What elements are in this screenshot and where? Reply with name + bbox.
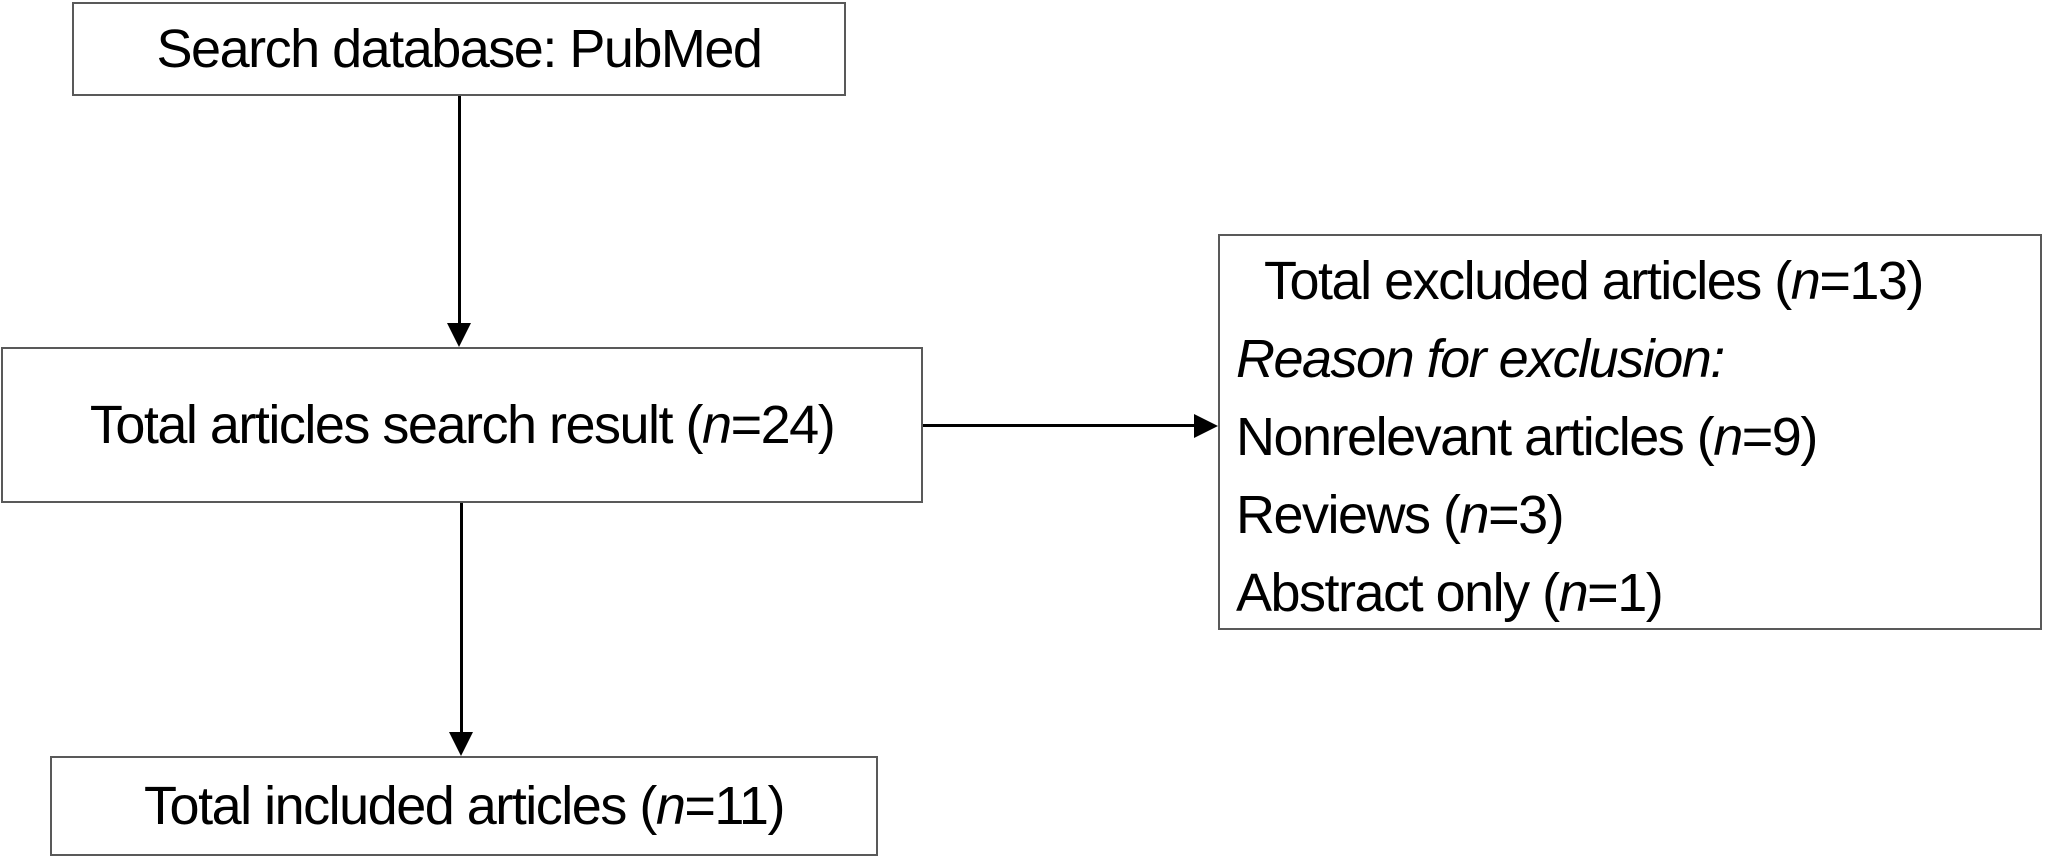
arrow-result-to-included-head-icon [449,732,473,756]
excluded-total-text-before: Total excluded articles ( [1264,251,1792,311]
node-excluded-articles: Total excluded articles (n=13) Reason fo… [1218,234,2042,630]
excluded-line-reason: Reason for exclusion: [1236,329,1725,389]
node-search-result: Total articles search result (n=24) [1,347,923,503]
node-included-articles-label: Total included articles (n=11) [144,774,785,839]
excluded-reviews-text-after: =3) [1488,485,1565,545]
excluded-line-abstract: Abstract only (n=1) [1236,554,2026,632]
arrow-database-to-result-head-icon [447,323,471,347]
node-included-text-before: Total included articles ( [144,775,657,836]
excluded-line-reviews: Reviews (n=3) [1236,476,2026,554]
arrow-result-to-included-line [460,503,463,735]
excluded-reviews-text-before: Reviews ( [1236,485,1461,545]
node-search-result-n-symbol: n [702,394,732,455]
excluded-total-n-symbol: n [1790,251,1821,311]
node-search-result-text-before: Total articles search result ( [89,394,704,455]
arrow-database-to-result-line [458,96,461,326]
excluded-abstract-text-after: =1) [1587,563,1664,623]
arrow-result-to-excluded-head-icon [1194,414,1218,438]
node-search-database-label: Search database: PubMed [156,18,763,79]
node-search-result-text-after: =24) [730,394,836,455]
excluded-total-text-after: =13) [1819,251,1924,311]
excluded-reviews-n-symbol: n [1459,485,1490,545]
arrow-result-to-excluded-line [923,424,1196,427]
excluded-line-nonrelevant: Nonrelevant articles (n=9) [1236,398,2026,476]
excluded-line-total: Total excluded articles (n=13) [1236,242,2026,320]
node-included-text-after: =11) [684,775,785,836]
node-search-result-label: Total articles search result (n=24) [89,393,836,458]
excluded-abstract-text-before: Abstract only ( [1236,563,1560,623]
excluded-nonrelevant-n-symbol: n [1713,407,1743,467]
node-search-database: Search database: PubMed [72,2,846,96]
node-included-articles: Total included articles (n=11) [50,756,878,856]
excluded-nonrelevant-text-before: Nonrelevant articles ( [1236,407,1715,467]
node-included-n-symbol: n [655,775,686,836]
excluded-nonrelevant-text-after: =9) [1741,407,1819,467]
excluded-abstract-n-symbol: n [1558,563,1589,623]
